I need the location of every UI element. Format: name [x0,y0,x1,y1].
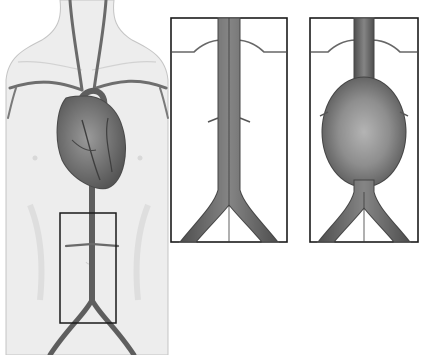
panel-aneurysm-aorta [310,18,418,242]
aneurysm-bulge [322,77,406,187]
chest-mark-left [33,156,38,161]
panel-normal-aorta [171,18,287,242]
aneurysm-upper-vessel [354,18,374,85]
chest-mark-right [138,156,143,161]
